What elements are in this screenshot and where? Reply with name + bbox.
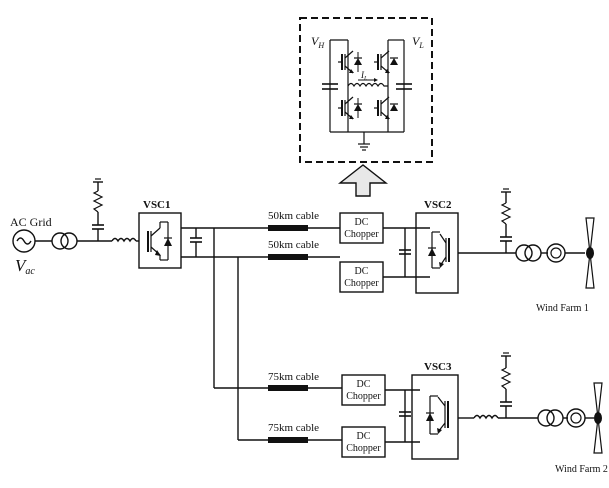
ac-grid-label: AC Grid <box>10 215 52 229</box>
zoom-arrow <box>337 164 389 197</box>
dc-chopper-3: DC Chopper <box>341 374 386 406</box>
vsc3-converter: VSC3 <box>411 361 459 460</box>
chopper-4-line2: Chopper <box>346 443 381 454</box>
wind-turbine-2 <box>566 382 603 454</box>
dc-chopper-detail-inset: VH VL IL <box>299 17 433 163</box>
wf1-filter <box>500 188 512 253</box>
wind-turbine-1 <box>546 217 595 289</box>
chopper-1-line2: Chopper <box>344 229 379 240</box>
vsc2-dc-capacitor <box>399 249 411 255</box>
wf2-filter <box>500 352 512 418</box>
vac-label: Vac <box>15 256 35 277</box>
grid-transformer <box>51 232 78 250</box>
wind-farm-1-label: Wind Farm 1 <box>536 303 589 314</box>
wf2-inductor <box>473 414 499 420</box>
ac-grid-source: AC Grid Vac <box>10 215 52 277</box>
chopper-1-line1: DC <box>355 217 369 228</box>
dc-chopper-2: DC Chopper <box>339 261 384 293</box>
cable-3-label: 75km cable <box>268 371 319 383</box>
wf2-transformer <box>537 409 564 427</box>
cable-1-label: 50km cable <box>268 210 319 222</box>
chopper-2-line2: Chopper <box>344 278 379 289</box>
cable-1: 50km cable <box>268 210 319 231</box>
vsc1-converter: VSC1 <box>138 199 182 269</box>
vsc2-label: VSC2 <box>424 199 452 211</box>
inset-vl-label: VL <box>412 34 424 50</box>
chopper-4-line1: DC <box>357 431 371 442</box>
vsc3-dc-capacitor <box>399 411 411 417</box>
vsc2-converter: VSC2 <box>415 199 459 294</box>
vsc3-label: VSC3 <box>424 361 452 373</box>
cable-2-label: 50km cable <box>268 239 319 251</box>
cable-4-label: 75km cable <box>268 422 319 434</box>
inset-vh-label: VH <box>311 34 325 50</box>
dc-chopper-1: DC Chopper <box>339 212 384 244</box>
cable-4: 75km cable <box>268 422 319 443</box>
wf1-transformer <box>515 244 542 262</box>
grid-filter <box>92 178 104 241</box>
inset-il-label: IL <box>360 70 368 82</box>
cable-3: 75km cable <box>268 371 319 391</box>
grid-inductor <box>111 237 137 243</box>
vsc1-label: VSC1 <box>143 199 171 211</box>
dc-chopper-4: DC Chopper <box>341 426 386 458</box>
chopper-3-line1: DC <box>357 379 371 390</box>
chopper-3-line2: Chopper <box>346 391 381 402</box>
wind-farm-2-label: Wind Farm 2 <box>555 464 608 475</box>
cable-2: 50km cable <box>268 239 319 260</box>
vsc1-dc-capacitor <box>190 228 202 257</box>
chopper-2-line1: DC <box>355 266 369 277</box>
